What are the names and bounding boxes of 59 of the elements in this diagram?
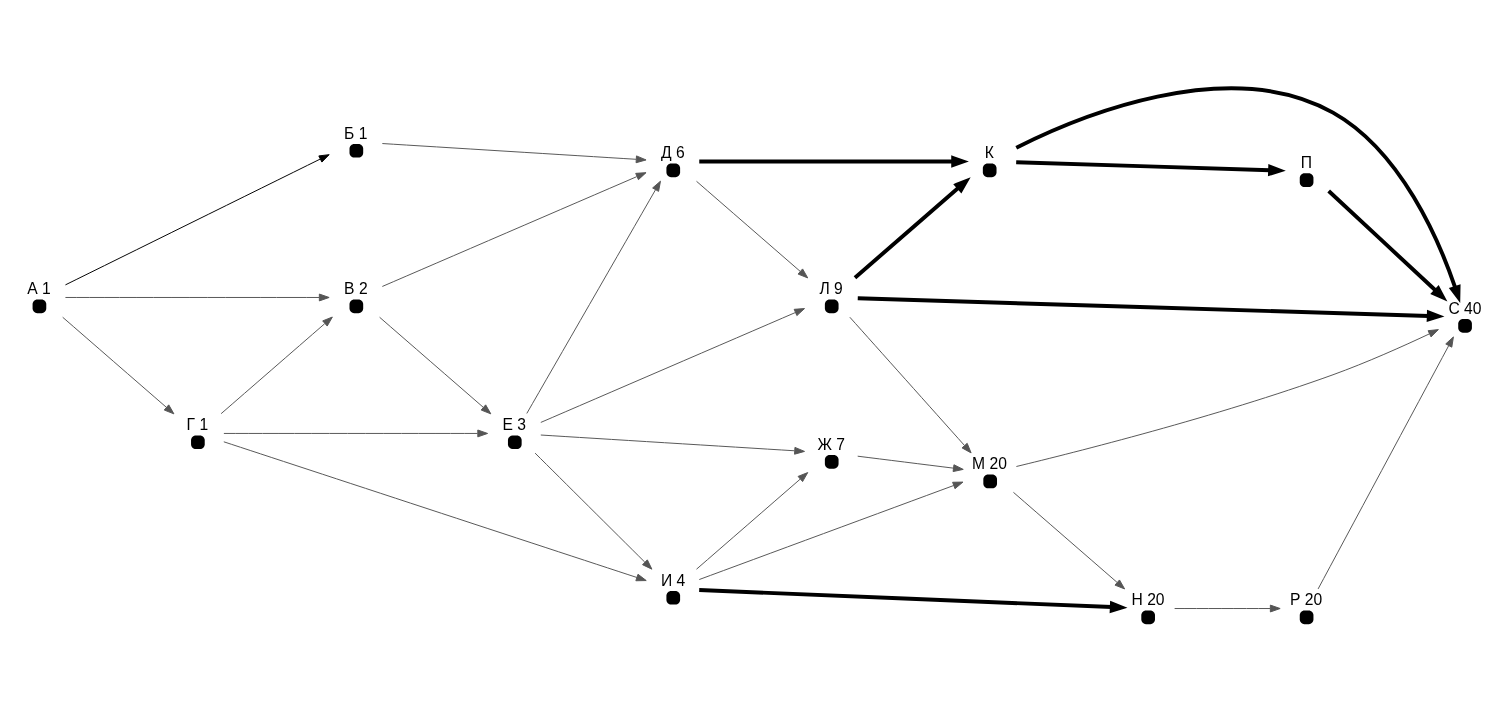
node-label: Н 20: [1131, 590, 1165, 608]
node-label: Л 9: [819, 279, 843, 297]
node-circle: [983, 474, 997, 488]
arrow: [64, 293, 330, 301]
arrow: [223, 440, 647, 581]
arrow: [699, 154, 969, 168]
arrow: [698, 481, 964, 580]
node-label: К: [984, 143, 994, 161]
arrow: [1012, 491, 1126, 589]
node-label: Ж 7: [817, 435, 846, 453]
arrow: [1327, 189, 1448, 301]
node-label: Р 20: [1289, 590, 1323, 608]
arrow: [853, 176, 971, 279]
node-label: В 2: [344, 279, 368, 297]
arrow: [696, 471, 809, 570]
arrow: [1317, 335, 1454, 589]
node-label: А 1: [27, 279, 51, 297]
node-circle: [666, 162, 681, 177]
node-label: Е 3: [502, 415, 527, 433]
arrow: [1015, 328, 1439, 467]
node-label: С 40: [1448, 299, 1482, 317]
arrow: [540, 307, 805, 423]
node-circle: [982, 162, 997, 177]
node-circle: [1458, 318, 1472, 333]
arrow: [696, 180, 809, 278]
arrow: [1174, 604, 1281, 612]
node-circle: [1141, 610, 1155, 624]
arrow: [381, 142, 647, 163]
node-circle: [507, 434, 522, 449]
arrow: [379, 316, 492, 414]
arrow: [699, 587, 1128, 613]
node-label: Б 1: [344, 124, 368, 142]
node-circle: [824, 454, 839, 469]
arrow: [64, 153, 330, 285]
node-circle: [1299, 172, 1314, 187]
node-circle: [349, 143, 364, 158]
node-circle: [191, 434, 205, 449]
arrow: [62, 316, 175, 414]
node-label: М 20: [972, 454, 1007, 472]
node-label: Г 1: [186, 415, 209, 433]
arrow: [223, 429, 489, 437]
arrow: [849, 316, 972, 453]
node-circle: [349, 298, 364, 313]
node-circle: [32, 298, 47, 313]
node-circle: [1299, 610, 1314, 624]
arrow: [526, 180, 661, 414]
node-circle: [824, 298, 839, 313]
arrow: [1015, 86, 1461, 303]
node-label: И 4: [661, 571, 686, 589]
node-label: П: [1300, 153, 1312, 171]
arrow: [1016, 159, 1286, 176]
node-label: Д 6: [661, 143, 685, 161]
arrow: [540, 434, 805, 455]
node-circle: [666, 590, 681, 605]
arrow: [220, 316, 333, 414]
arrow: [857, 455, 964, 472]
arrow: [534, 452, 653, 570]
arrow: [381, 171, 647, 287]
arrow: [857, 295, 1445, 322]
